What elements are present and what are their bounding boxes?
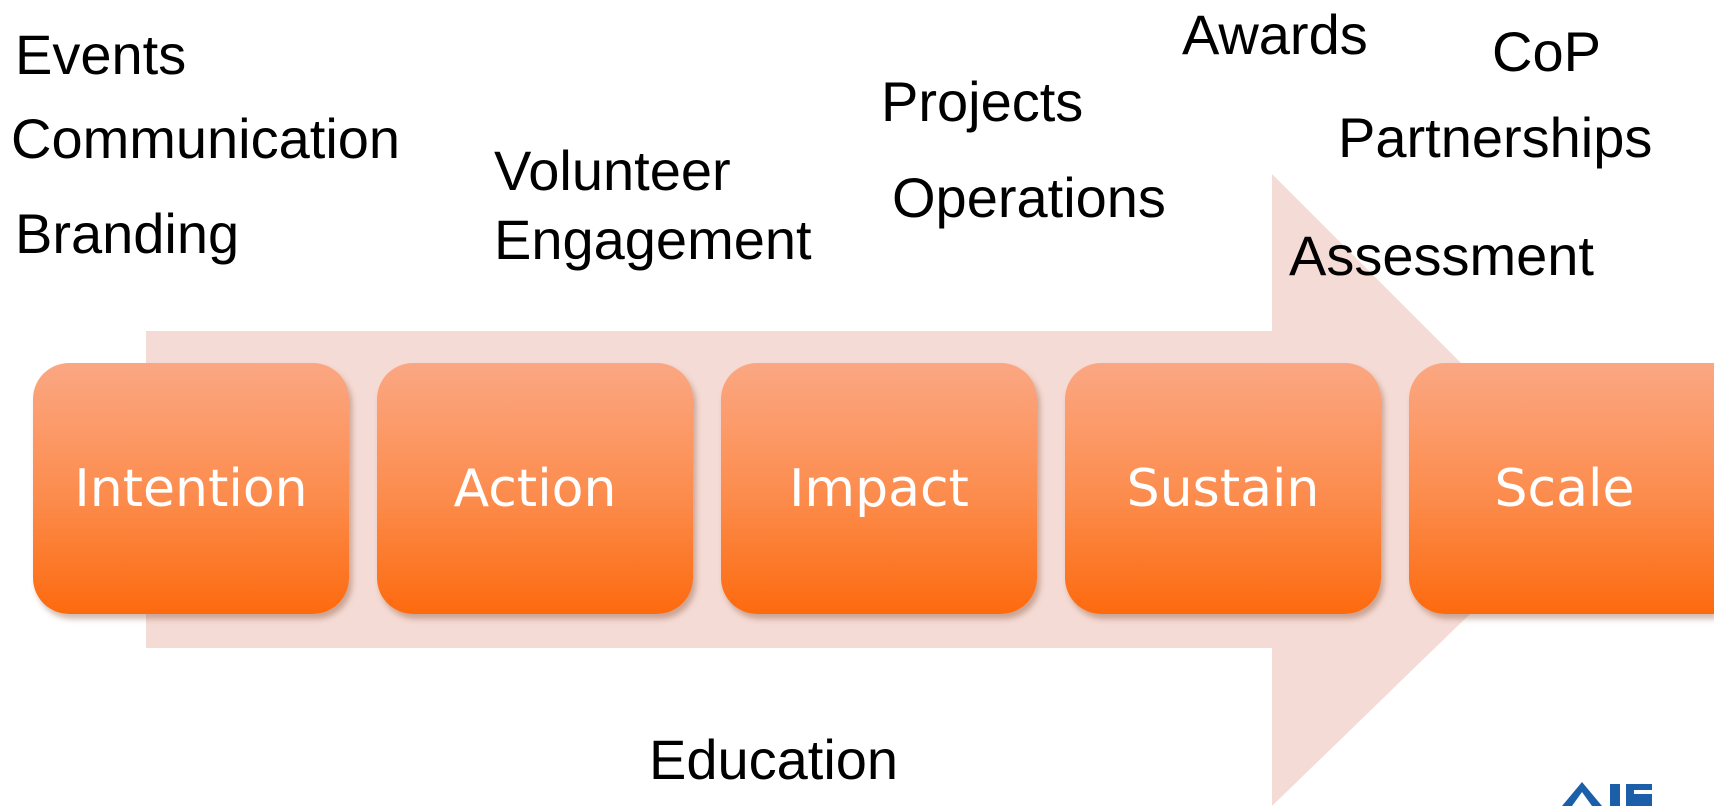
- label-branding: Branding: [15, 202, 240, 265]
- label-projects: Projects: [881, 70, 1084, 133]
- label-education: Education: [649, 728, 899, 791]
- label-cop: CoP: [1492, 20, 1601, 83]
- stage-intention: Intention: [33, 363, 349, 614]
- stage-label: Action: [453, 458, 617, 519]
- stage-impact: Impact: [721, 363, 1037, 614]
- label-communication: Communication: [11, 107, 401, 170]
- stage-label: Intention: [74, 458, 308, 519]
- stage-sustain: Sustain: [1065, 363, 1381, 614]
- stage-label: Impact: [789, 458, 969, 519]
- label-volunteer-engagement: Volunteer Engagement: [494, 137, 812, 275]
- diamond-logo-icon: [1562, 782, 1652, 806]
- label-volunteer-line1: Volunteer: [494, 139, 731, 202]
- label-assessment: Assessment: [1289, 224, 1594, 287]
- label-awards: Awards: [1182, 3, 1368, 66]
- stage-label: Sustain: [1126, 458, 1320, 519]
- logo: [1560, 776, 1714, 806]
- label-partnerships: Partnerships: [1338, 106, 1653, 169]
- label-volunteer-line2: Engagement: [494, 207, 812, 271]
- stage-action: Action: [377, 363, 693, 614]
- label-events: Events: [15, 23, 187, 86]
- stage-label: Scale: [1494, 458, 1635, 519]
- label-operations: Operations: [892, 166, 1166, 229]
- stage-scale: Scale: [1409, 363, 1714, 614]
